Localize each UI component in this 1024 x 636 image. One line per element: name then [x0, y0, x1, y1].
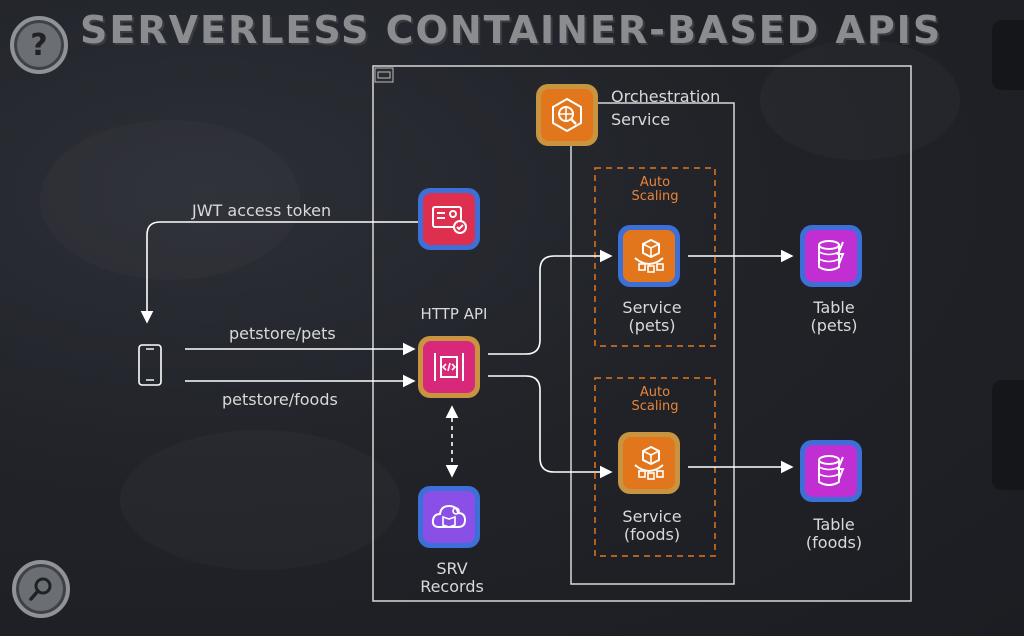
right-edge-decoration [992, 380, 1024, 490]
service-foods-label: Service (foods) [622, 507, 682, 544]
auto-scaling-label-foods: Auto Scaling [631, 385, 679, 414]
service-pets-node[interactable] [618, 225, 680, 287]
auto-scaling-label-pets: Auto Scaling [631, 175, 679, 204]
jwt-token-arrow [140, 221, 418, 324]
cloud-group-frame [372, 65, 912, 602]
cloud-map-icon [431, 504, 467, 528]
api-to-pets-service-arrow [488, 249, 613, 355]
srv-records-node[interactable] [418, 486, 480, 548]
http-api-node[interactable] [418, 336, 480, 398]
table-foods-label: Table (foods) [805, 515, 863, 552]
group-corner-icon [374, 67, 394, 83]
right-edge-decoration [992, 20, 1024, 90]
srv-records-label: SRV Records [420, 559, 484, 596]
orchestration-service-frame [570, 102, 735, 585]
magnifier-icon [29, 577, 52, 601]
page-title: SERVERLESS CONTAINER-BASED APIS [80, 8, 943, 52]
orchestration-service-label: Orchestration Service [611, 87, 721, 129]
table-pets-node[interactable] [800, 225, 862, 287]
jwt-access-token-label: JWT access token [192, 201, 332, 220]
orchestration-service-node[interactable] [536, 84, 598, 146]
smartphone-icon [138, 344, 162, 386]
api-to-foods-service-arrow [488, 375, 613, 479]
table-pets-label: Table (pets) [810, 298, 858, 335]
foods-path-label: petstore/foods [222, 390, 338, 409]
http-api-label: HTTP API [420, 305, 488, 323]
table-foods-node[interactable] [800, 440, 862, 502]
database-lightning-icon [818, 455, 845, 486]
database-lightning-icon [818, 240, 845, 271]
identity-token-node[interactable] [418, 188, 480, 250]
container-service-icon [634, 238, 664, 273]
help-button[interactable]: ? [10, 16, 68, 74]
id-card-icon [432, 206, 467, 234]
globe-search-icon [552, 97, 582, 133]
service-pets-label: Service (pets) [622, 298, 682, 335]
api-gateway-icon [434, 353, 464, 381]
service-foods-node[interactable] [618, 432, 680, 494]
question-mark-icon: ? [30, 27, 48, 63]
container-service-icon [634, 445, 664, 480]
search-button[interactable] [12, 560, 70, 618]
auto-scaling-frame-pets [594, 167, 716, 347]
pets-path-label: petstore/pets [229, 324, 336, 343]
